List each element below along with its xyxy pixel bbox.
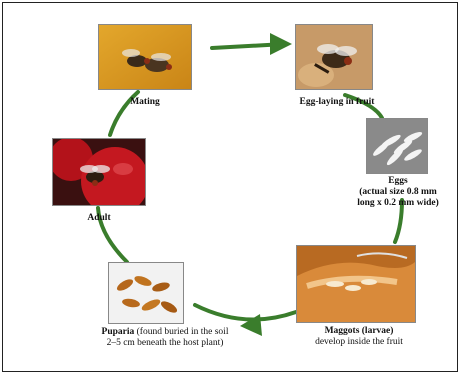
egg-laying-photo [295, 24, 373, 90]
puparia-detail-1: (found buried in the soil [137, 327, 229, 337]
puparia-detail-2: 2–5 cm beneath the host plant) [107, 338, 224, 348]
eggs-caption: Eggs (actual size 0.8 mm long x 0.2 mm w… [340, 176, 456, 209]
adult-caption: Adult [62, 213, 136, 224]
adult-label: Adult [87, 213, 110, 223]
eggs-photo [366, 118, 428, 174]
maggots-detail: develop inside the fruit [315, 337, 403, 347]
egg-laying-label: Egg-laying in fruit [300, 97, 375, 107]
maggots-label: Maggots (larvae) [325, 326, 394, 336]
puparia-label: Puparia [102, 327, 135, 337]
arrow-maggots-to-puparia [195, 305, 296, 320]
maggots-caption: Maggots (larvae) develop inside the frui… [296, 326, 422, 348]
eggs-label: Eggs [388, 176, 408, 186]
egg-laying-caption: Egg-laying in fruit [282, 97, 392, 108]
arrowhead-right [270, 33, 292, 55]
puparia-caption: Puparia (found buried in the soil 2–5 cm… [80, 327, 250, 349]
puparia-photo [108, 262, 184, 324]
eggs-detail-2: long x 0.2 mm wide) [357, 198, 439, 208]
eggs-detail-1: (actual size 0.8 mm [359, 187, 437, 197]
mating-caption: Mating [110, 97, 180, 108]
adult-photo [52, 138, 146, 206]
mating-label: Mating [130, 97, 160, 107]
mating-photo [98, 24, 192, 90]
maggots-photo [296, 245, 416, 323]
